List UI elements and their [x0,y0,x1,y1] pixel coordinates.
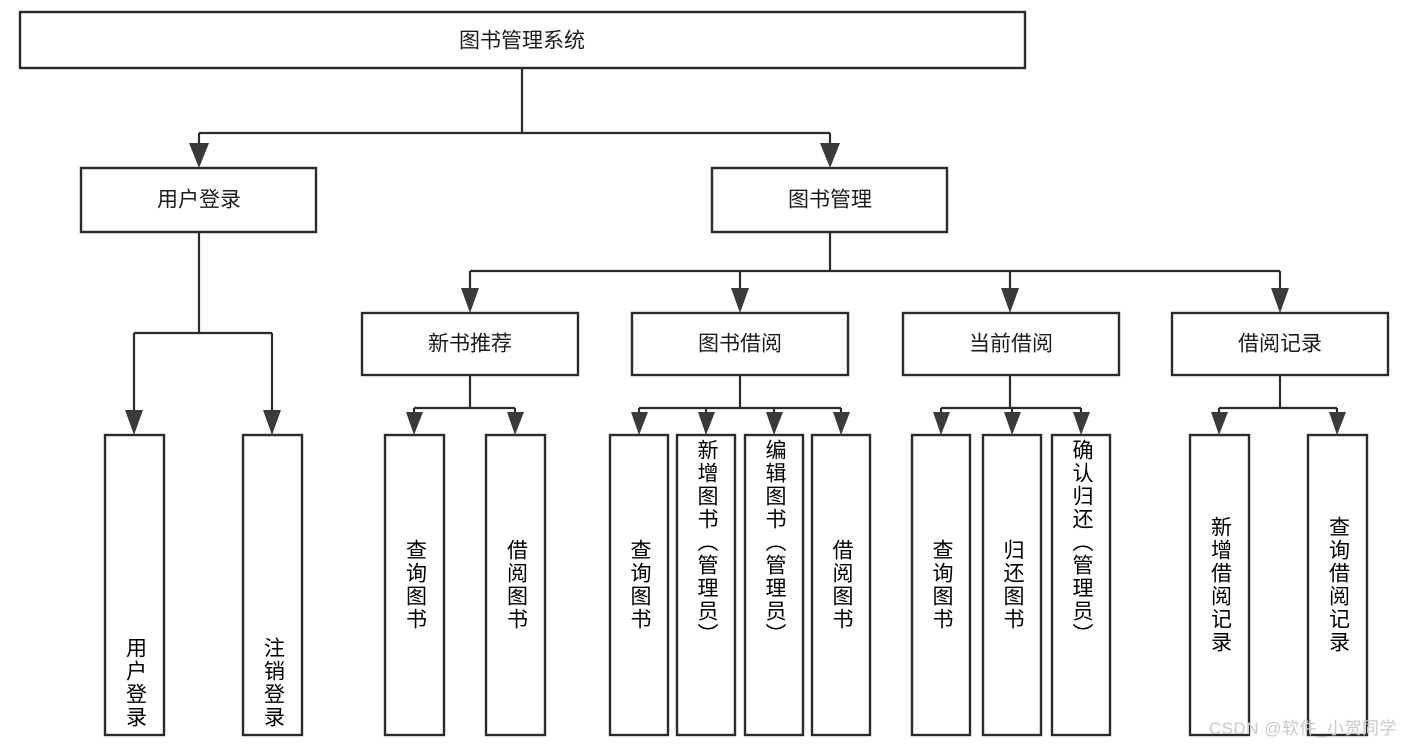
node-borrow-record-label: 借阅记录 [1238,333,1322,356]
node-leaf-return-book[interactable]: 归还图书 [981,433,1043,737]
arrow-head-leaf-query-book-1 [406,412,423,435]
node-leaf-query-book-2[interactable]: 查询图书 [608,433,670,737]
node-leaf-add-record-box[interactable] [1188,433,1251,737]
node-leaf-query-record[interactable]: 查询借阅记录 [1306,433,1369,737]
node-leaf-user-login-box[interactable] [103,433,166,737]
node-user-login[interactable]: 用户登录 [79,166,318,234]
arrow-head-leaf-borrow-book-1 [507,412,524,435]
node-leaf-add-book-box[interactable] [675,433,737,737]
node-user-login-box[interactable] [79,166,318,234]
node-new-book-recommend-box[interactable] [360,311,580,377]
arrow-head-leaf-return-book [1004,412,1021,435]
arrow-head-leaf-borrow-book-2 [833,412,850,435]
node-leaf-query-book-2-box[interactable] [608,433,670,737]
node-leaf-borrow-book-1-label: 借阅图书 [504,539,528,631]
node-leaf-query-book-3-label: 查询图书 [930,539,953,631]
node-leaf-edit-book-label: 编辑图书（管理员） [763,439,786,646]
node-leaf-add-book[interactable]: 新增图书（管理员） [675,433,737,737]
node-leaf-borrow-book-2-box[interactable] [810,433,872,737]
node-new-book-recommend[interactable]: 新书推荐 [360,311,580,377]
connector-layer [125,68,1346,435]
node-leaf-confirm-return[interactable]: 确认归还（管理员） [1050,433,1112,737]
node-current-borrow-box[interactable] [901,311,1121,377]
node-borrow-record[interactable]: 借阅记录 [1170,311,1390,377]
node-leaf-add-record[interactable]: 新增借阅记录 [1188,433,1251,737]
node-leaf-logout[interactable]: 注销登录 [241,433,304,737]
node-leaf-edit-book[interactable]: 编辑图书（管理员） [743,433,805,737]
node-leaf-return-book-box[interactable] [981,433,1043,737]
node-borrow-record-box[interactable] [1170,311,1390,377]
node-leaf-confirm-return-label: 确认归还（管理员） [1070,439,1093,646]
node-leaf-user-login[interactable]: 用户登录 [103,433,166,737]
arrow-head-borrow-record [1271,288,1289,313]
node-leaf-query-book-3-box[interactable] [910,433,972,737]
node-leaf-query-book-3[interactable]: 查询图书 [910,433,972,737]
csdn-watermark: CSDN @软件_小贺同学 [1208,719,1397,738]
node-book-borrow-label: 图书借阅 [698,333,782,356]
node-leaf-query-book-1-label: 查询图书 [403,539,427,631]
node-leaf-add-book-label: 新增图书（管理员） [695,439,718,646]
node-root-box[interactable] [18,10,1027,70]
node-leaf-return-book-label: 归还图书 [1001,539,1024,631]
node-leaf-query-record-label: 查询借阅记录 [1326,516,1350,654]
node-current-borrow-label: 当前借阅 [969,333,1053,356]
arrow-head-leaf-user-login [125,410,143,435]
arrow-head-leaf-add-record [1211,412,1228,435]
node-book-borrow-box[interactable] [630,311,850,377]
node-leaf-query-book-2-label: 查询图书 [628,539,651,631]
arrow-head-book-management [820,143,840,168]
node-user-login-label: 用户登录 [157,189,241,212]
node-new-book-recommend-label: 新书推荐 [428,333,512,356]
node-leaf-borrow-book-1[interactable]: 借阅图书 [484,433,547,737]
node-leaf-edit-book-box[interactable] [743,433,805,737]
node-book-management[interactable]: 图书管理 [710,166,949,234]
node-root[interactable]: 图书管理系统 [18,10,1027,70]
node-leaf-add-record-label: 新增借阅记录 [1208,516,1232,654]
arrow-head-leaf-query-record [1329,412,1346,435]
arrow-head-leaf-query-book-3 [933,412,950,435]
node-leaf-borrow-book-2[interactable]: 借阅图书 [810,433,872,737]
arrow-head-current-borrow [1001,288,1019,313]
arrow-head-new-book-recommend [461,288,479,313]
node-book-borrow[interactable]: 图书借阅 [630,311,850,377]
node-leaf-user-login-label: 用户登录 [123,637,147,729]
node-root-label: 图书管理系统 [459,30,585,53]
node-leaf-borrow-book-1-box[interactable] [484,433,547,737]
node-leaf-query-record-box[interactable] [1306,433,1369,737]
arrow-head-leaf-confirm-return [1073,412,1090,435]
arrow-head-user-login [189,143,209,168]
arrow-head-book-borrow [731,288,749,313]
node-leaf-query-book-1-box[interactable] [383,433,446,737]
node-leaf-confirm-return-box[interactable] [1050,433,1112,737]
node-leaf-query-book-1[interactable]: 查询图书 [383,433,446,737]
node-book-management-label: 图书管理 [788,189,872,212]
arrow-head-leaf-edit-book [766,412,783,435]
node-book-management-box[interactable] [710,166,949,234]
arrow-head-leaf-add-book [698,412,715,435]
node-leaf-logout-box[interactable] [241,433,304,737]
node-leaf-logout-label: 注销登录 [261,637,285,729]
arrow-head-leaf-logout [263,410,281,435]
node-current-borrow[interactable]: 当前借阅 [901,311,1121,377]
node-leaf-borrow-book-2-label: 借阅图书 [830,539,853,631]
arrow-head-leaf-query-book-2 [631,412,648,435]
